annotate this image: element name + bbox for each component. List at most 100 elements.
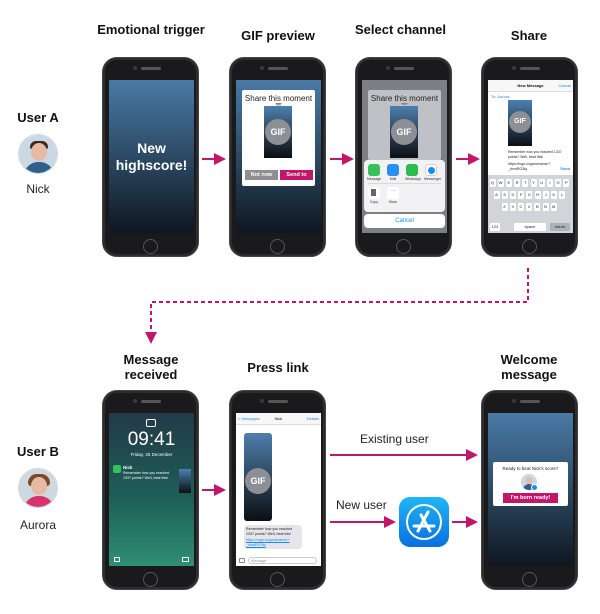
key-s[interactable]: S: [501, 191, 508, 199]
imessage-input[interactable]: iMessage: [248, 557, 317, 564]
avatar-aurora: [18, 468, 58, 508]
cancel-button[interactable]: Cancel: [364, 214, 445, 228]
screen-emotional-trigger: New highscore!: [109, 80, 194, 233]
home-button[interactable]: [270, 572, 285, 587]
key-m[interactable]: M: [550, 203, 557, 211]
camera-icon[interactable]: [239, 558, 245, 563]
notification-gif-thumb: [179, 469, 191, 493]
app-store-icon[interactable]: [399, 497, 449, 547]
compose-link-text: https://mgo.io/gamename/?_rhndRG3fq: [508, 162, 551, 171]
key-o[interactable]: O: [555, 179, 562, 187]
phone-share-compose: New Message Cancel To: Aurora GIF Rememb…: [481, 57, 578, 257]
key-q[interactable]: Q: [489, 179, 496, 187]
back-to-messages-button[interactable]: < Messages: [238, 416, 260, 421]
sheet-divider: [368, 183, 441, 184]
home-button[interactable]: [143, 239, 158, 254]
share-dialog: Share this moment⌛ GIF Not now Send to f…: [242, 90, 315, 188]
home-button[interactable]: [522, 572, 537, 587]
screen-gif-preview: Share this moment⌛ GIF Not now Send to f…: [236, 80, 321, 233]
gif-badge: GIF: [391, 119, 417, 145]
step-title-gif-preview: GIF preview: [241, 28, 315, 43]
avatar-nick: [18, 134, 58, 174]
whatsapp-app-icon[interactable]: [406, 164, 418, 176]
arrow-share-to-received: [145, 268, 529, 344]
key-123[interactable]: 123: [490, 223, 500, 231]
home-button[interactable]: [143, 572, 158, 587]
compose-title: New Message: [517, 83, 544, 88]
key-i[interactable]: I: [546, 179, 553, 187]
key-g[interactable]: G: [526, 191, 533, 199]
compose-gif-image: GIF: [508, 100, 532, 146]
step-title-select-channel: Select channel: [354, 22, 447, 37]
key-u[interactable]: U: [538, 179, 545, 187]
key-b[interactable]: B: [534, 203, 541, 211]
camera-icon[interactable]: [182, 557, 189, 562]
gif-badge: GIF: [245, 468, 271, 494]
born-ready-button[interactable]: I'm born ready!: [503, 493, 558, 503]
compose-to-field[interactable]: To: Aurora: [491, 94, 510, 99]
key-h[interactable]: H: [534, 191, 541, 199]
key-a[interactable]: A: [493, 191, 500, 199]
phone-select-channel: Share this moment⌛ GIF Message Mail What…: [355, 57, 452, 257]
screen-conversation: < Messages Nick Details GIF Remember how…: [236, 413, 321, 566]
compose-header: New Message Cancel: [488, 80, 573, 92]
messages-notification-icon: [113, 465, 121, 473]
user-a-label: User A: [17, 110, 59, 125]
received-message-text: Remember how you reached 1337 points? We…: [246, 527, 293, 536]
messenger-app-icon[interactable]: [425, 164, 437, 176]
gif-preview-image: GIF: [390, 106, 418, 158]
screen-lock: 09:41 Friday, 25 December Nick Remember …: [109, 413, 194, 566]
key-l[interactable]: L: [559, 191, 566, 199]
key-n[interactable]: N: [542, 203, 549, 211]
key-space[interactable]: space: [514, 223, 546, 231]
key-k[interactable]: K: [550, 191, 557, 199]
phone-press-link: < Messages Nick Details GIF Remember how…: [229, 390, 326, 590]
user-b-label: User B: [17, 444, 59, 459]
notification-preview[interactable]: Remember how you reached 1337 points? We…: [123, 471, 170, 480]
step-title-emotional-trigger: Emotional trigger: [97, 22, 205, 37]
step-title-share: Share: [510, 28, 548, 43]
key-c[interactable]: C: [517, 203, 524, 211]
received-game-link[interactable]: https://mgo.io/gamename/?_rhndRG3fq: [246, 538, 290, 547]
path-label-new-user: New user: [336, 498, 387, 512]
key-f[interactable]: F: [518, 191, 525, 199]
screen-welcome: Ready to beat Nick's score? I'm born rea…: [488, 413, 573, 566]
details-button[interactable]: Details: [306, 416, 319, 421]
send-to-friend-button[interactable]: Send to friend: [280, 170, 313, 188]
key-v[interactable]: V: [526, 203, 533, 211]
gif-preview-image: GIF: [264, 106, 292, 158]
user-a-name: Nick: [26, 182, 50, 196]
lock-date: Friday, 25 December: [130, 452, 173, 457]
key-z[interactable]: Z: [501, 203, 508, 211]
action-label-more: More: [389, 200, 397, 204]
phone-gif-preview: Share this moment⌛ GIF Not now Send to f…: [229, 57, 326, 257]
key-return[interactable]: return: [550, 223, 570, 231]
flashlight-icon[interactable]: [114, 557, 120, 562]
received-gif-image[interactable]: GIF: [244, 433, 272, 521]
compose-cancel-button[interactable]: Cancel: [558, 83, 571, 88]
key-j[interactable]: J: [542, 191, 549, 199]
notification-sender: Nick: [123, 465, 133, 470]
key-x[interactable]: X: [509, 203, 516, 211]
key-p[interactable]: P: [563, 179, 570, 187]
key-d[interactable]: D: [509, 191, 516, 199]
home-button[interactable]: [270, 239, 285, 254]
share-dialog-dimmed: Share this moment⌛ GIF: [368, 90, 441, 160]
key-r[interactable]: R: [514, 179, 521, 187]
not-now-button[interactable]: Not now: [245, 170, 278, 180]
home-button[interactable]: [522, 239, 537, 254]
key-t[interactable]: T: [522, 179, 529, 187]
more-icon[interactable]: ···: [387, 187, 399, 199]
mail-app-icon[interactable]: [387, 164, 399, 176]
gif-badge: GIF: [509, 111, 531, 133]
key-w[interactable]: W: [497, 179, 504, 187]
home-button[interactable]: [396, 239, 411, 254]
copy-icon[interactable]: [368, 187, 380, 199]
compose-send-button[interactable]: Send: [560, 166, 570, 171]
key-y[interactable]: Y: [530, 179, 537, 187]
welcome-question: Ready to beat Nick's score?: [502, 466, 559, 471]
key-e[interactable]: E: [505, 179, 512, 187]
messages-app-icon[interactable]: [368, 164, 380, 176]
lock-time: 09:41: [127, 429, 176, 450]
